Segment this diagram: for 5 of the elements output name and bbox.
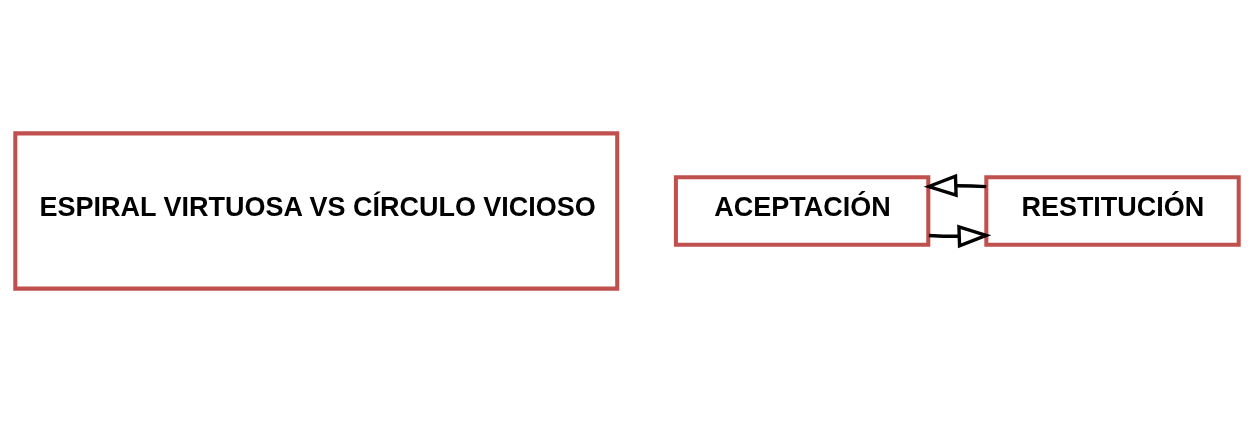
arrow (928, 224, 992, 249)
arrow (923, 173, 987, 198)
node-box: ESPIRAL VIRTUOSA VS CÍRCULO VICIOSO (13, 131, 620, 291)
node-box: ACEPTACIÓN (673, 175, 931, 247)
node-box: RESTITUCIÓN (984, 175, 1241, 247)
